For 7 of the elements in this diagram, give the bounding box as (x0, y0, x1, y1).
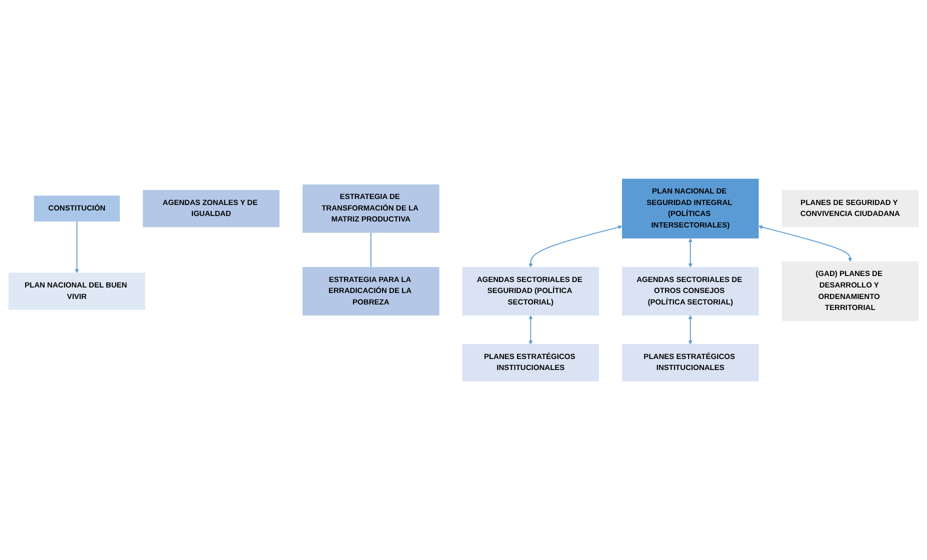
connector (370, 232, 372, 268)
arrow (688, 238, 692, 268)
arrow (688, 315, 692, 345)
arrow (528, 315, 533, 345)
arrow (74, 220, 79, 274)
arrow (528, 225, 622, 268)
arrow (758, 225, 852, 262)
